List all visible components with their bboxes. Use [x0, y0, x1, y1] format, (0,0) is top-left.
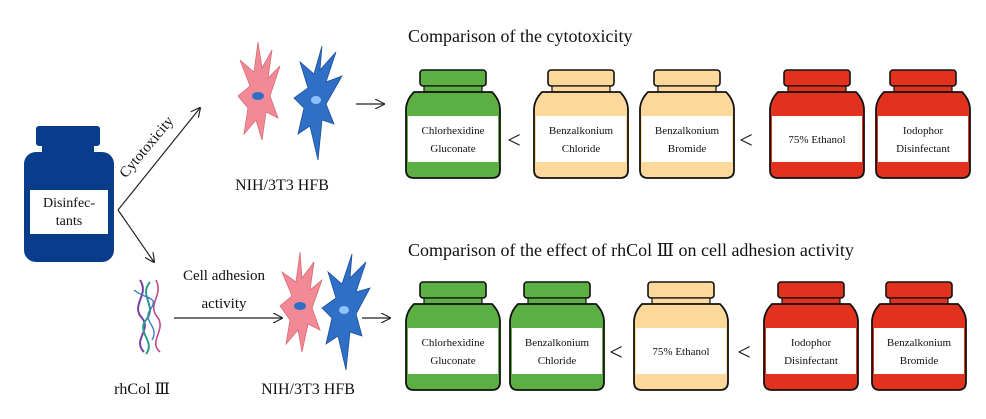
bottle-name-line2: Disinfectant [784, 355, 838, 367]
bottle-name-line1: Benzalkonium [655, 125, 720, 137]
adhesion-branch-arrow [117, 209, 154, 262]
bottle-name-line2: Bromide [900, 355, 939, 367]
cell-nucleus-pink [252, 92, 264, 100]
bottle-label [408, 328, 498, 374]
cytotoxicity-bottle-row: ChlorhexidineGluconateBenzalkoniumChlori… [405, 69, 971, 179]
bottle-name-line2: Gluconate [430, 355, 475, 367]
rhcol-protein-structure [133, 279, 161, 355]
bottle-name-line2: Bromide [668, 143, 707, 155]
bottle-cap [647, 281, 715, 299]
bottle-label [772, 116, 862, 162]
disinfectants-label-line1: Disinfec- [43, 196, 95, 211]
bottle-label [874, 328, 964, 374]
bottle-label [536, 116, 626, 162]
bottle-cap [783, 69, 851, 87]
bottle-label [30, 190, 108, 234]
bottle-name-line2: Chloride [538, 355, 577, 367]
cells-label-top: NIH/3T3 HFB [235, 177, 329, 194]
bottle-cap [419, 281, 487, 299]
bottle-name-line2: Chloride [562, 143, 601, 155]
bottle-label [408, 116, 498, 162]
cytotoxicity-comparison-title: Comparison of the cytotoxicity [408, 26, 632, 46]
fibroblast-cell-pink [237, 41, 281, 141]
disinfectant-bottle: 75% Ethanol [633, 281, 729, 391]
bottle-cap [523, 281, 591, 299]
disinfectants-bottle: Disinfec- tants [24, 126, 114, 262]
cell-pair-top [237, 41, 343, 161]
bottle-label [642, 116, 732, 162]
bottle-label [636, 328, 726, 374]
adhesion-bottle-row: ChlorhexidineGluconateBenzalkoniumChlori… [405, 281, 967, 391]
bottle-name-line1: Iodophor [791, 337, 832, 349]
cell-pair-bottom [279, 251, 371, 371]
cell-nucleus-blue [311, 96, 321, 104]
cells-label-bottom: NIH/3T3 HFB [261, 381, 355, 398]
bottle-cap [885, 281, 953, 299]
less-than-comparator: < [739, 128, 753, 154]
bottle-name-line1: Benzalkonium [525, 337, 590, 349]
disinfectant-bottle: 75% Ethanol [769, 69, 865, 179]
less-than-comparator: < [507, 128, 521, 154]
adhesion-comparison-title: Comparison of the effect of rhCol Ⅲ on c… [408, 240, 854, 260]
bottle-cap [889, 69, 957, 87]
bottle-cap [419, 69, 487, 87]
less-than-comparator: < [737, 340, 751, 366]
bottle-cap [547, 69, 615, 87]
bottle-neck [42, 146, 94, 154]
bottle-cap [36, 126, 100, 146]
disinfectants-label-line2: tants [56, 214, 82, 229]
adhesion-label-line2: activity [202, 296, 247, 312]
bottle-name-line1: 75% Ethanol [652, 346, 709, 358]
bottle-label [878, 116, 968, 162]
bottle-cap [653, 69, 721, 87]
bottle-label [766, 328, 856, 374]
bottle-name-line1: Chlorhexidine [422, 125, 485, 137]
cell-nucleus-blue-bottom [339, 306, 349, 314]
bottle-name-line1: Benzalkonium [887, 337, 952, 349]
bottle-name-line1: Chlorhexidine [422, 337, 485, 349]
fibroblast-cell-pink-bottom [279, 251, 323, 353]
bottle-name-line1: Benzalkonium [549, 125, 614, 137]
bottle-name-line1: Iodophor [903, 125, 944, 137]
bottle-cap [777, 281, 845, 299]
adhesion-label-line1: Cell adhesion [183, 268, 266, 284]
bottle-label [512, 328, 602, 374]
less-than-comparator: < [609, 340, 623, 366]
bottle-name-line1: 75% Ethanol [788, 134, 845, 146]
cell-nucleus-pink-bottom [294, 302, 306, 310]
bottle-name-line2: Disinfectant [896, 143, 950, 155]
cytotoxicity-arrow [117, 108, 200, 211]
rhcol-label: rhCol Ⅲ [114, 381, 170, 398]
bottle-name-line2: Gluconate [430, 143, 475, 155]
